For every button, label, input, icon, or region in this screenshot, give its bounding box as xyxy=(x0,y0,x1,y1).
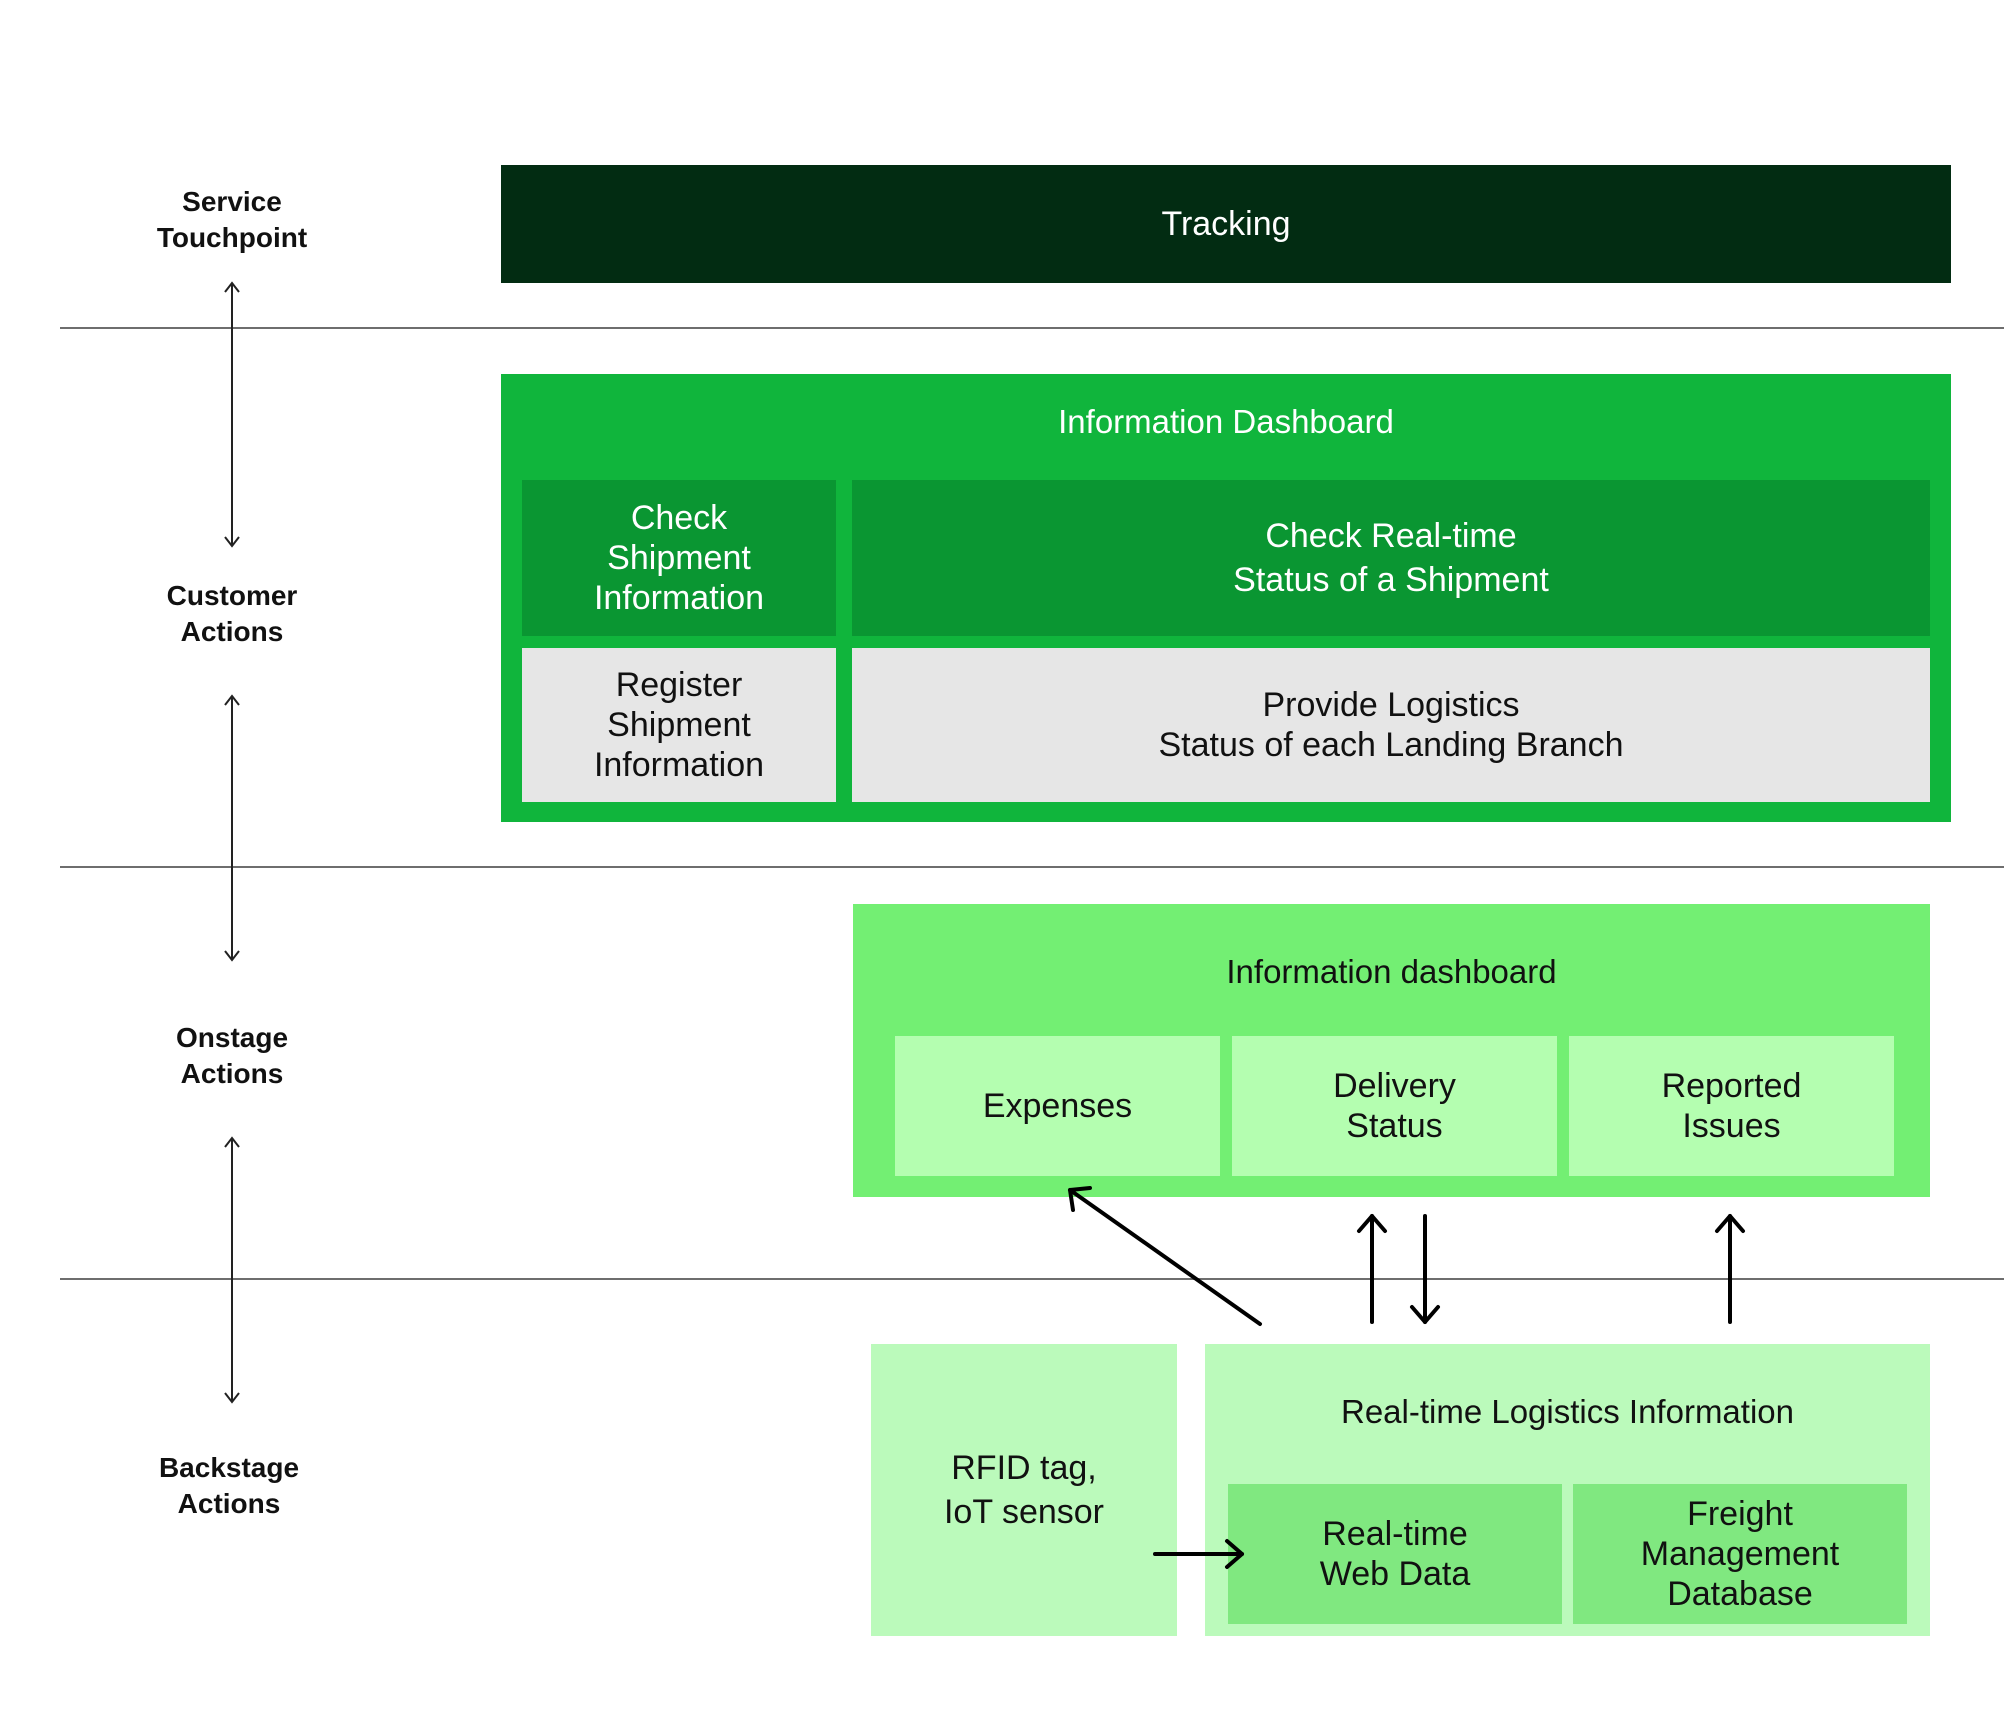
check-realtime-status-box: Check Real-time Status of a Shipment xyxy=(852,480,1930,636)
reported-issues-box: Reported Issues xyxy=(1569,1036,1894,1176)
realtime-logistics-title: Real-time Logistics Information xyxy=(1340,1393,1794,1430)
onstage-information-dashboard: Information dashboard Expenses Delivery … xyxy=(853,904,1930,1197)
lane-divider xyxy=(60,866,2004,868)
lane-double-arrow xyxy=(224,1136,240,1404)
lane-label-customer-actions: Customer Actions xyxy=(166,580,298,647)
realtime-web-data-box: Real-time Web Data xyxy=(1228,1484,1562,1624)
lane-label-backstage-actions: Backstage Actions xyxy=(158,1452,300,1519)
realtime-logistics-information: Real-time Logistics Information Real-tim… xyxy=(1205,1344,1930,1636)
arrow-up-to-reported-issues xyxy=(1715,1214,1745,1324)
tracking-touchpoint: Tracking xyxy=(501,165,1951,283)
register-shipment-information-box: Register Shipment Information xyxy=(522,648,836,802)
arrow-to-expenses xyxy=(1068,1186,1262,1326)
lane-label-onstage-actions: Onstage Actions xyxy=(175,1022,289,1089)
check-shipment-information-box: Check Shipment Information xyxy=(522,480,836,636)
arrow-up-to-delivery-status xyxy=(1357,1214,1387,1324)
lane-divider xyxy=(60,327,2004,329)
arrow-to-realtime-web-data xyxy=(1153,1539,1244,1569)
provide-logistics-status-box: Provide Logistics Status of each Landing… xyxy=(852,648,1930,802)
freight-management-database-box: Freight Management Database xyxy=(1573,1484,1907,1624)
lane-label-service-touchpoint: Service Touchpoint xyxy=(156,186,308,253)
lane-double-arrow xyxy=(224,281,240,548)
lane-divider xyxy=(60,1278,2004,1280)
customer-dashboard-title: Information Dashboard xyxy=(1058,403,1394,440)
onstage-dashboard-title: Information dashboard xyxy=(1226,953,1557,990)
expenses-box: Expenses xyxy=(895,1036,1220,1176)
delivery-status-box: Delivery Status xyxy=(1232,1036,1557,1176)
rfid-iot-sensor-box: RFID tag, IoT sensor xyxy=(871,1344,1177,1636)
arrow-down-from-delivery-status xyxy=(1410,1214,1440,1324)
lane-double-arrow xyxy=(224,694,240,962)
tracking-label: Tracking xyxy=(1161,204,1291,243)
customer-information-dashboard: Information Dashboard Check Shipment Inf… xyxy=(501,374,1951,822)
